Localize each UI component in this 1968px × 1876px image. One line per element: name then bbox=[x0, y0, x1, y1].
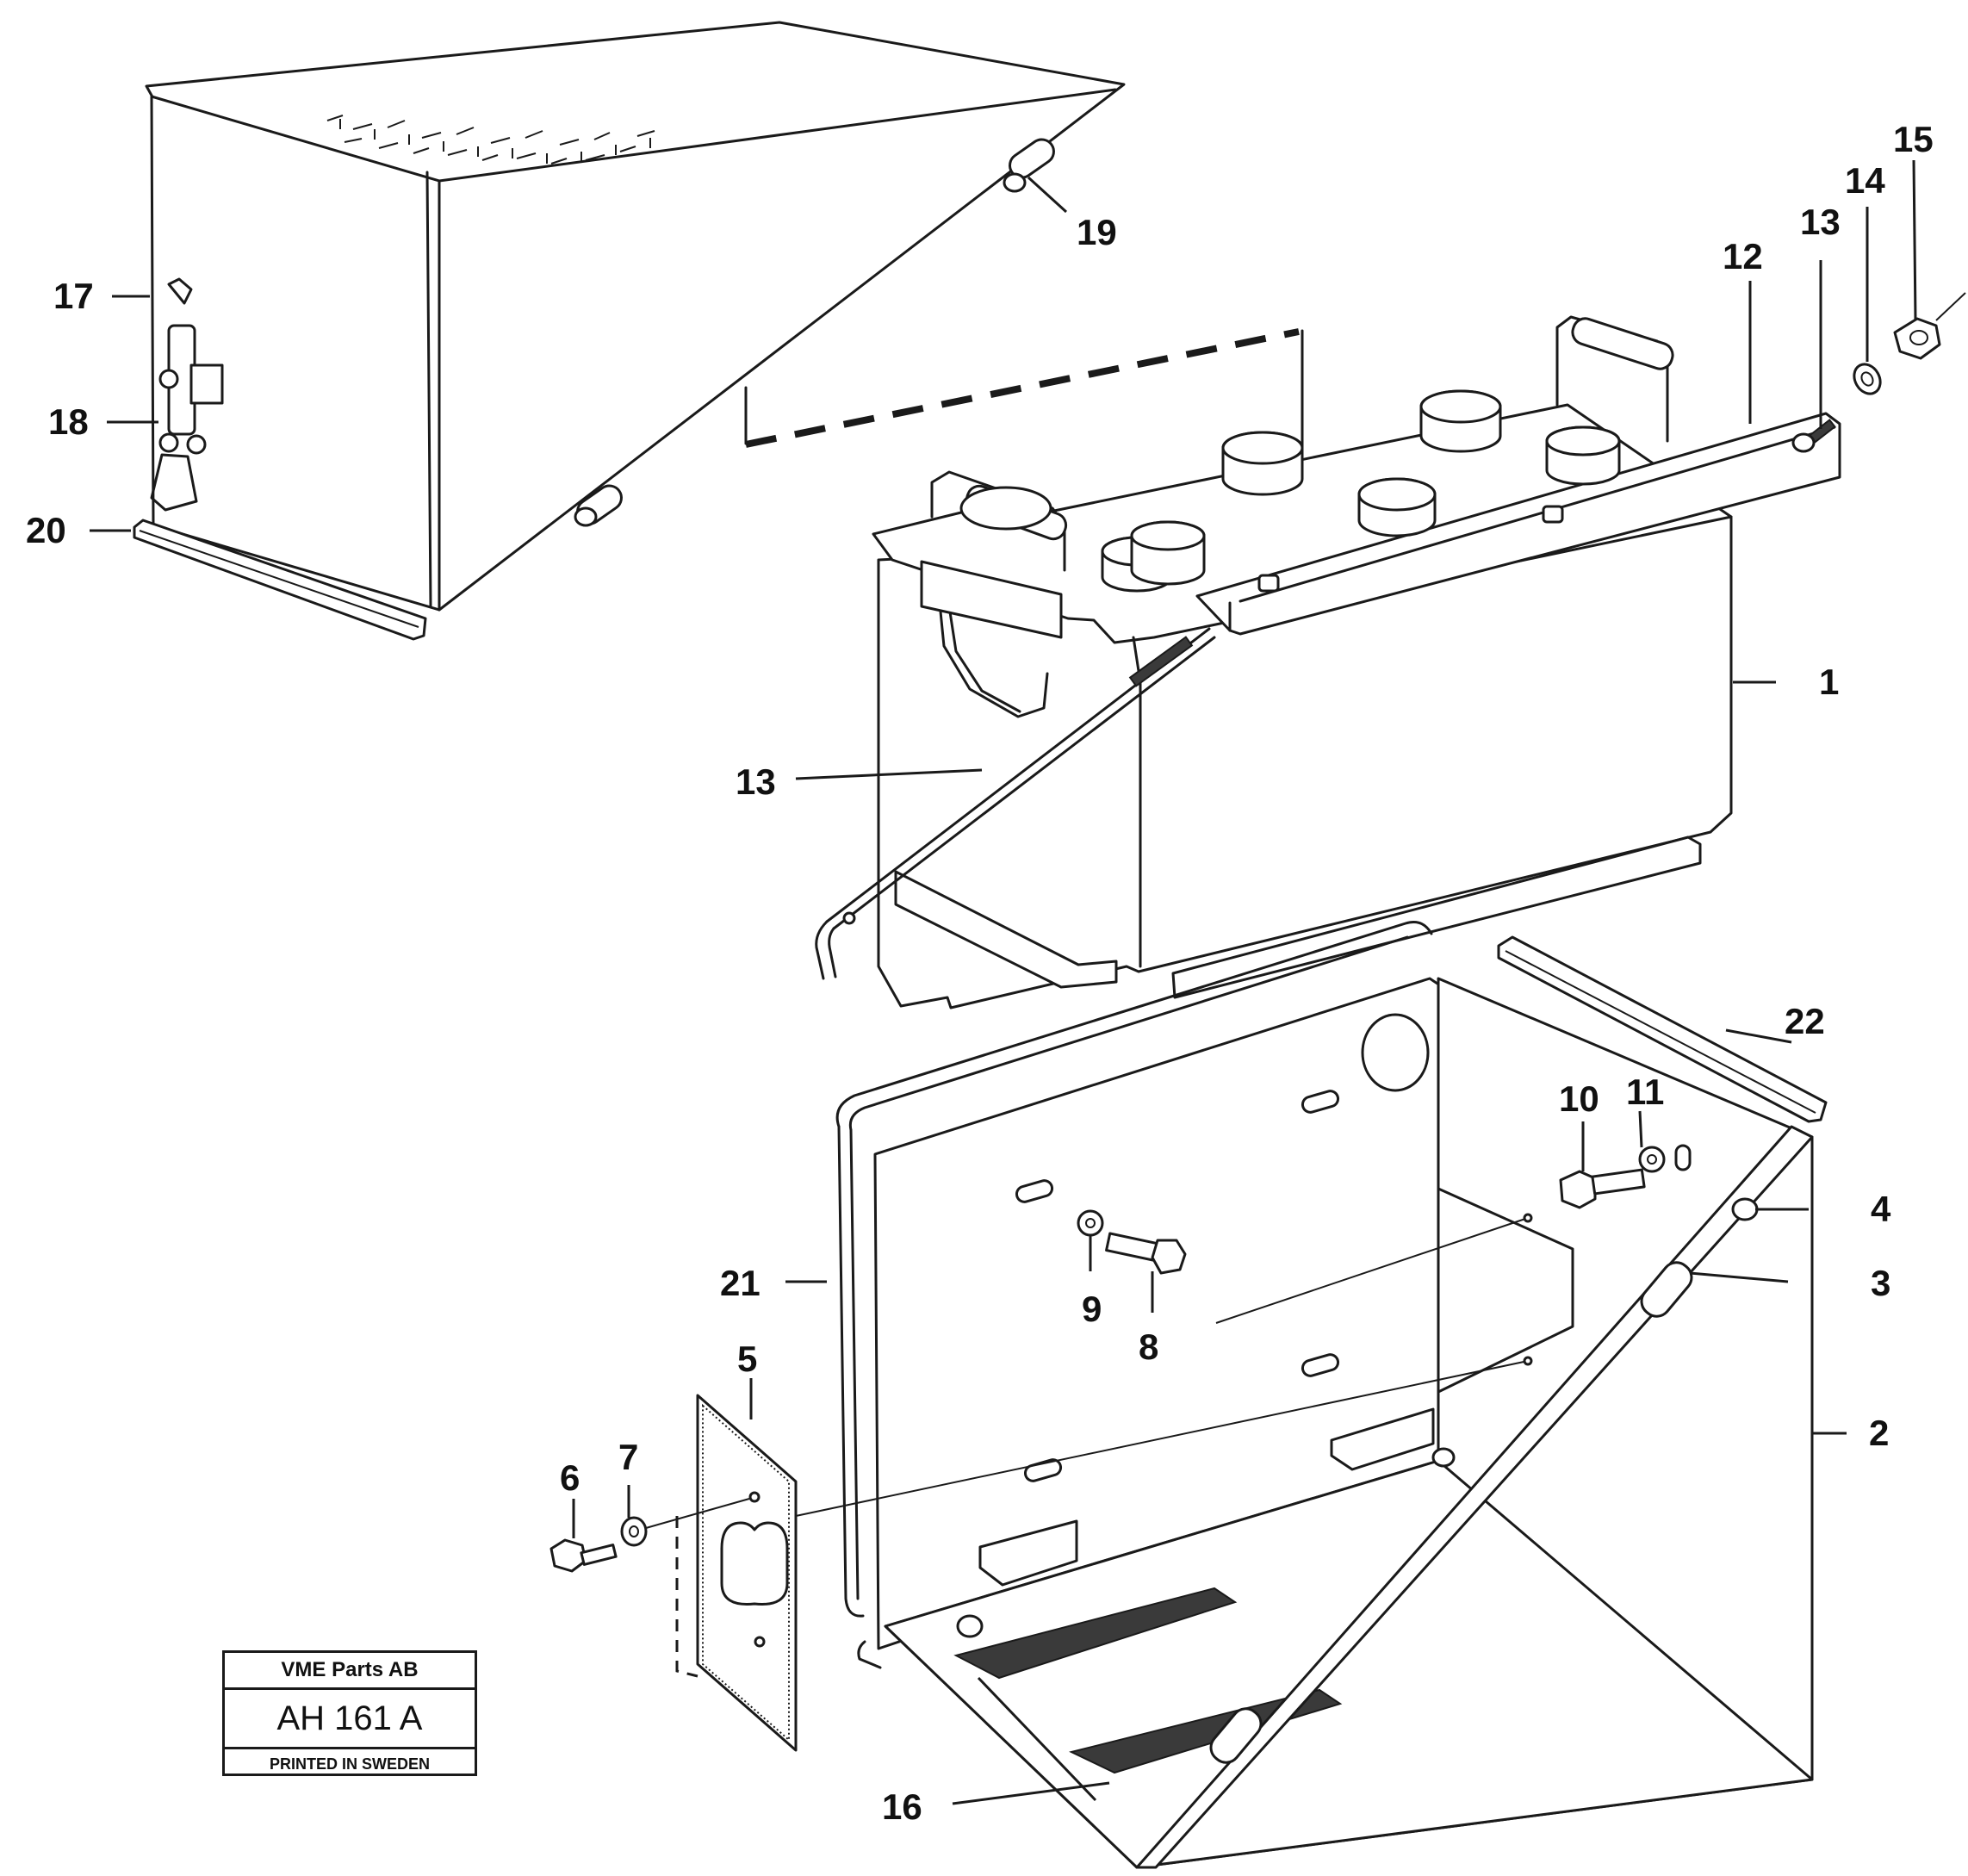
battery-box bbox=[795, 921, 1828, 1869]
nut-washer-bolt bbox=[1791, 292, 1966, 453]
catalog-stamp: VME Parts AB AH 161 A PRINTED IN SWEDEN bbox=[222, 1650, 477, 1776]
callout-11: 11 bbox=[1626, 1072, 1664, 1112]
lid-seal-strip bbox=[133, 519, 427, 641]
callout-17: 17 bbox=[53, 276, 94, 316]
callout-14: 14 bbox=[1845, 160, 1885, 201]
tread-plate-texture bbox=[326, 115, 655, 165]
hinge-pin bbox=[574, 138, 1055, 527]
callout-2: 2 bbox=[1869, 1413, 1889, 1453]
stamp-code: AH 161 A bbox=[225, 1690, 475, 1749]
stamp-printed: PRINTED IN SWEDEN bbox=[269, 1755, 430, 1773]
bolt-and-washer-upper bbox=[1559, 1144, 1692, 1209]
vent-caps bbox=[959, 389, 1621, 593]
callout-15: 15 bbox=[1893, 119, 1934, 159]
callout-8-lower: 8 bbox=[1139, 1326, 1158, 1367]
callout-6: 6 bbox=[560, 1457, 580, 1498]
battery bbox=[815, 292, 1966, 1009]
callout-20: 20 bbox=[26, 510, 66, 550]
callout-16: 16 bbox=[882, 1786, 922, 1827]
callout-10: 10 bbox=[1559, 1078, 1599, 1119]
callout-22: 22 bbox=[1785, 1001, 1825, 1041]
mounting-plate bbox=[549, 1394, 798, 1752]
box-seal-strip bbox=[1497, 935, 1828, 1123]
clamp-bar bbox=[1195, 412, 1841, 636]
leader-lines bbox=[90, 159, 1917, 1805]
callout-19: 19 bbox=[1077, 212, 1117, 252]
callout-7: 7 bbox=[618, 1437, 638, 1477]
callout-1: 1 bbox=[1819, 662, 1839, 702]
callout-21: 21 bbox=[720, 1263, 761, 1303]
battery-box-lid bbox=[133, 21, 1126, 641]
tie-rod bbox=[815, 627, 1216, 980]
callout-labels: 1 2 3 4 5 6 7 8 8 9 10 11 12 13 13 14 15… bbox=[26, 119, 1934, 1827]
callout-5: 5 bbox=[737, 1339, 757, 1379]
callout-3: 3 bbox=[1871, 1263, 1890, 1303]
callout-4: 4 bbox=[1871, 1189, 1891, 1229]
callout-13-lower: 13 bbox=[736, 761, 776, 802]
callout-9: 9 bbox=[1082, 1289, 1102, 1329]
callout-13-upper: 13 bbox=[1800, 202, 1841, 242]
support-pads bbox=[953, 1587, 1343, 1774]
lid-latch bbox=[150, 277, 224, 512]
stamp-company: VME Parts AB bbox=[225, 1653, 475, 1690]
callout-12: 12 bbox=[1723, 236, 1763, 276]
callout-18: 18 bbox=[48, 401, 89, 442]
